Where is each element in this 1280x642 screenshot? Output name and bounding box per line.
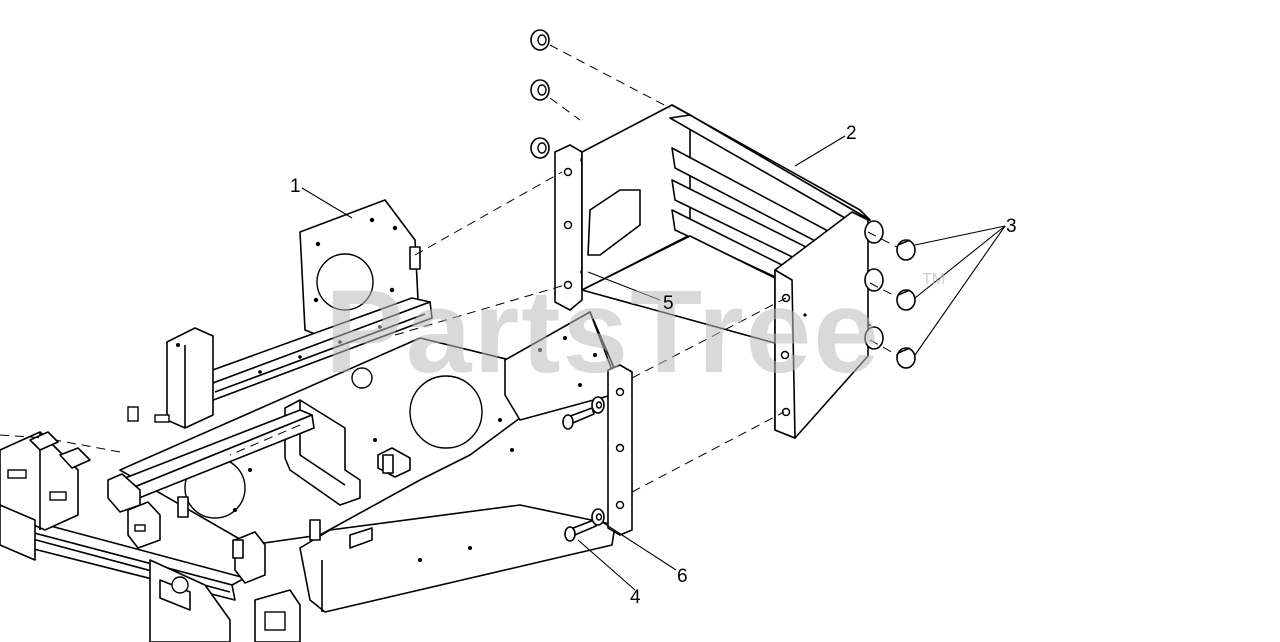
watermark-trademark: TM bbox=[922, 271, 945, 288]
nut-set bbox=[530, 29, 550, 159]
callout-3: 3 bbox=[1006, 216, 1017, 237]
bolt-set bbox=[562, 396, 605, 542]
callouts: 1 2 3 4 5 6 bbox=[290, 123, 1017, 608]
leader-lines bbox=[301, 135, 1006, 591]
callout-6: 6 bbox=[677, 566, 688, 587]
side-plate bbox=[607, 364, 633, 536]
watermark-text: PartsTree bbox=[325, 266, 881, 398]
chassis-frame bbox=[0, 199, 616, 642]
callout-1: 1 bbox=[290, 176, 301, 197]
callout-2: 2 bbox=[846, 123, 857, 144]
callout-5: 5 bbox=[663, 293, 674, 314]
callout-4: 4 bbox=[630, 587, 641, 608]
watermark: PartsTree TM bbox=[325, 266, 945, 398]
assembly-lines bbox=[0, 44, 898, 493]
end-caps bbox=[896, 239, 916, 369]
hitch-weldment bbox=[554, 104, 884, 439]
